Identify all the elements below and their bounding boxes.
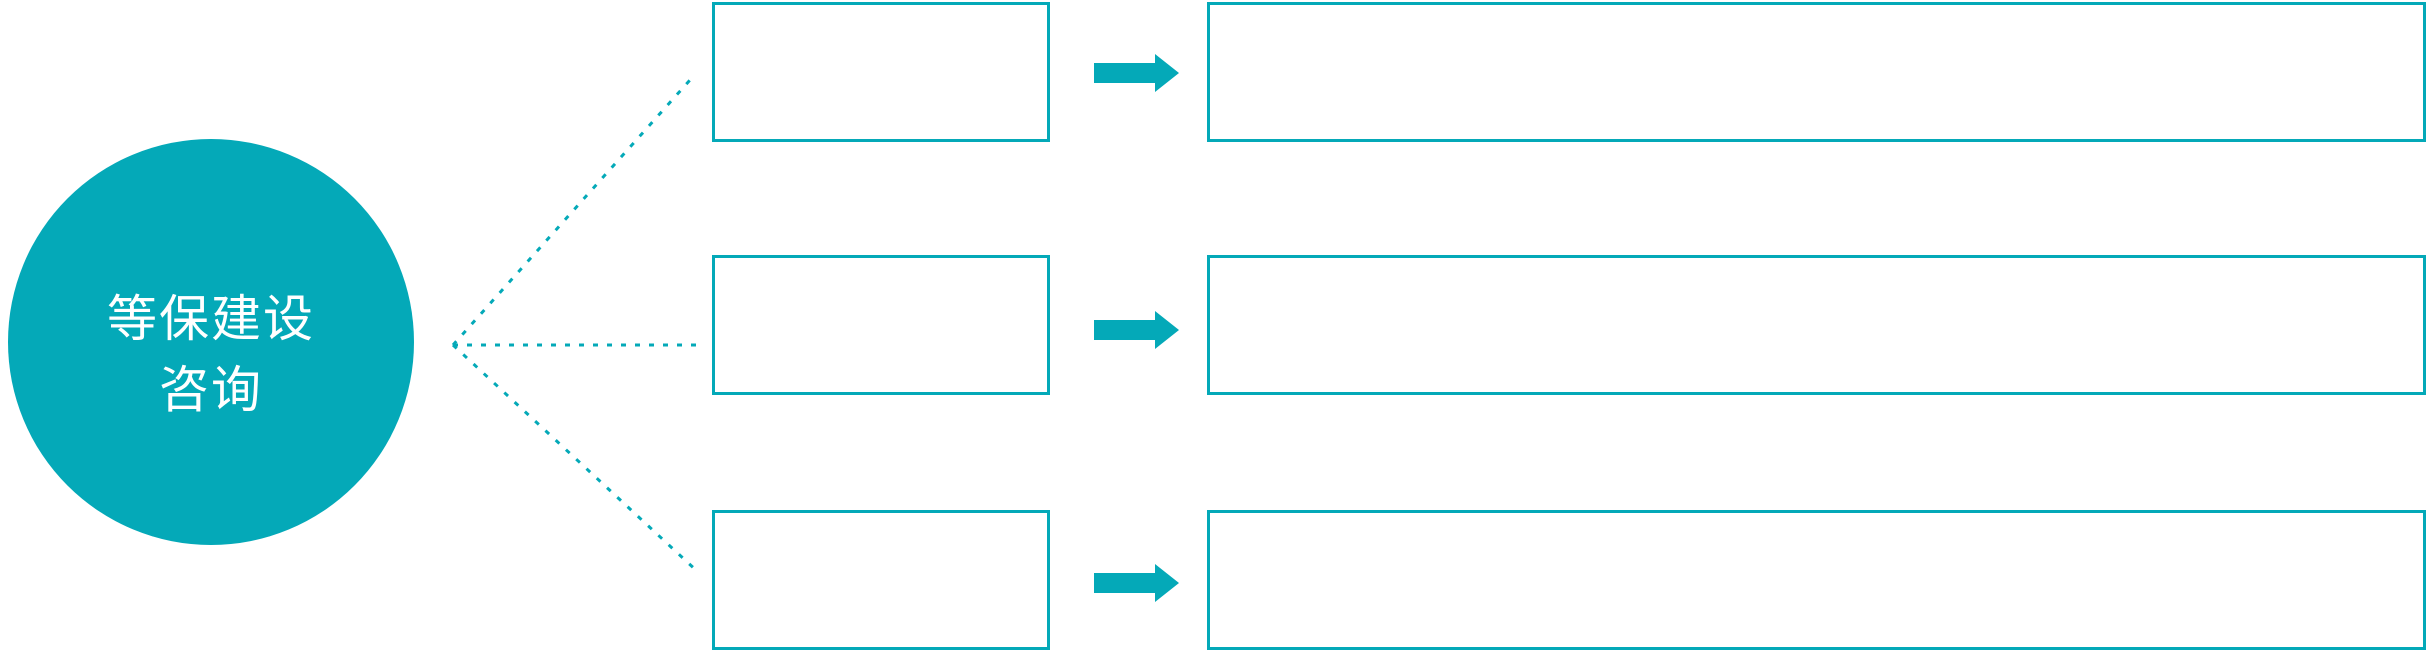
connector-line-top bbox=[451, 79, 692, 346]
root-node-circle: 等保建设 咨询 bbox=[8, 139, 414, 545]
right-arrow-icon bbox=[1094, 311, 1179, 349]
stage-box-2 bbox=[712, 255, 1050, 395]
connector-line-bottom bbox=[451, 343, 700, 574]
root-node-label-line2: 咨询 bbox=[159, 361, 263, 419]
stage-box-1 bbox=[712, 2, 1050, 142]
right-arrow-shape bbox=[1094, 54, 1179, 92]
right-arrow-icon bbox=[1094, 54, 1179, 92]
right-arrow-icon bbox=[1094, 564, 1179, 602]
right-arrow-shape bbox=[1094, 564, 1179, 602]
stage-box-3 bbox=[712, 510, 1050, 650]
detail-box-3 bbox=[1207, 510, 2426, 650]
root-node-label-line1: 等保建设 bbox=[107, 290, 315, 348]
detail-box-1 bbox=[1207, 2, 2426, 142]
detail-box-2 bbox=[1207, 255, 2426, 395]
right-arrow-shape bbox=[1094, 311, 1179, 349]
